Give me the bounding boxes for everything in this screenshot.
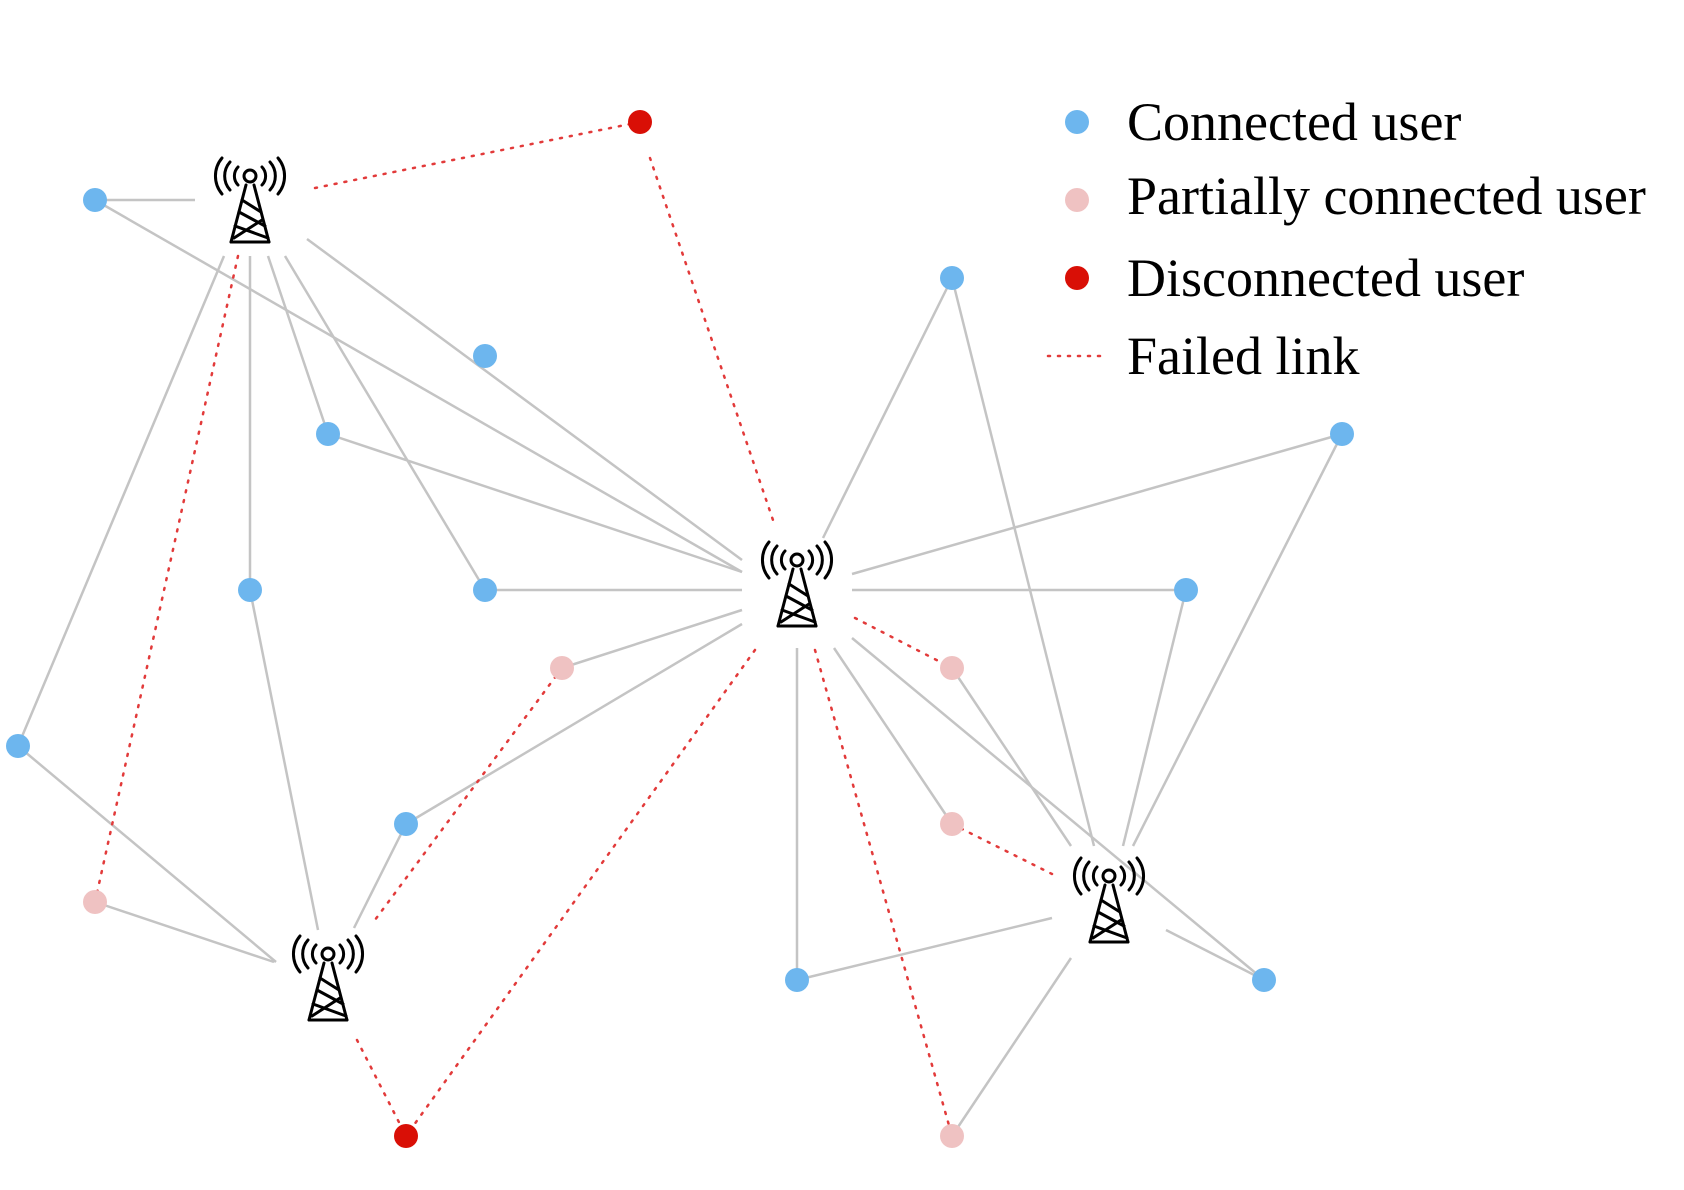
link — [1165, 928, 1265, 982]
legend-partial-label: Partially connected user — [1127, 166, 1646, 226]
link — [950, 957, 1073, 1137]
partially-connected-user — [940, 812, 964, 836]
disconnected-user — [394, 1124, 418, 1148]
legend-disconnected-marker — [1065, 266, 1089, 290]
cell-tower-icon — [1072, 856, 1146, 944]
link — [851, 432, 1343, 576]
disconnected-user — [628, 110, 652, 134]
failed-links — [93, 120, 1054, 1138]
failed-link — [313, 120, 642, 190]
legend-partial-marker — [1065, 188, 1089, 212]
cell-tower-icon — [213, 156, 287, 244]
link — [327, 432, 743, 574]
connected-user — [1174, 578, 1198, 602]
legend-disconnected-label: Disconnected user — [1127, 248, 1524, 308]
failed-link — [370, 666, 564, 926]
connected-links — [16, 198, 1344, 1137]
link — [796, 916, 1053, 982]
link — [17, 745, 277, 963]
connected-user — [940, 266, 964, 290]
link — [851, 637, 1265, 981]
link — [94, 198, 743, 574]
link — [306, 237, 743, 562]
link — [16, 255, 226, 747]
failed-link — [355, 1038, 408, 1138]
partially-connected-user — [940, 1124, 964, 1148]
failed-link — [93, 254, 240, 904]
cell-tower-icon — [760, 540, 834, 628]
cell-tower-icon — [291, 934, 365, 1022]
link — [405, 622, 743, 826]
link — [1131, 433, 1344, 847]
failed-link — [813, 648, 954, 1138]
link — [561, 608, 743, 670]
partially-connected-user — [940, 656, 964, 680]
connected-user — [473, 578, 497, 602]
connected-user — [83, 188, 107, 212]
failed-link — [950, 822, 1054, 876]
link — [352, 823, 408, 929]
link — [950, 667, 1073, 847]
connected-user — [6, 734, 30, 758]
connected-user — [1330, 422, 1354, 446]
failed-link — [853, 616, 954, 670]
failed-link — [404, 648, 757, 1138]
partially-connected-user — [83, 890, 107, 914]
link — [821, 277, 954, 539]
connected-user — [238, 578, 262, 602]
legend-connected-marker — [1065, 110, 1089, 134]
link — [248, 589, 320, 931]
link — [832, 647, 954, 825]
link — [1121, 589, 1188, 847]
partially-connected-user — [550, 656, 574, 680]
failed-link — [648, 156, 777, 528]
connected-user — [473, 344, 497, 368]
legend-failed-link-label: Failed link — [1127, 326, 1359, 386]
connected-user — [785, 968, 809, 992]
connected-user — [316, 422, 340, 446]
link — [94, 900, 275, 964]
legend-connected-label: Connected user — [1127, 92, 1461, 152]
users — [6, 110, 1354, 1148]
connected-user — [394, 812, 418, 836]
link — [266, 255, 330, 435]
link — [283, 255, 487, 591]
link — [950, 277, 1096, 847]
connected-user — [1252, 968, 1276, 992]
legend: Connected user Partially connected user … — [1046, 92, 1646, 386]
